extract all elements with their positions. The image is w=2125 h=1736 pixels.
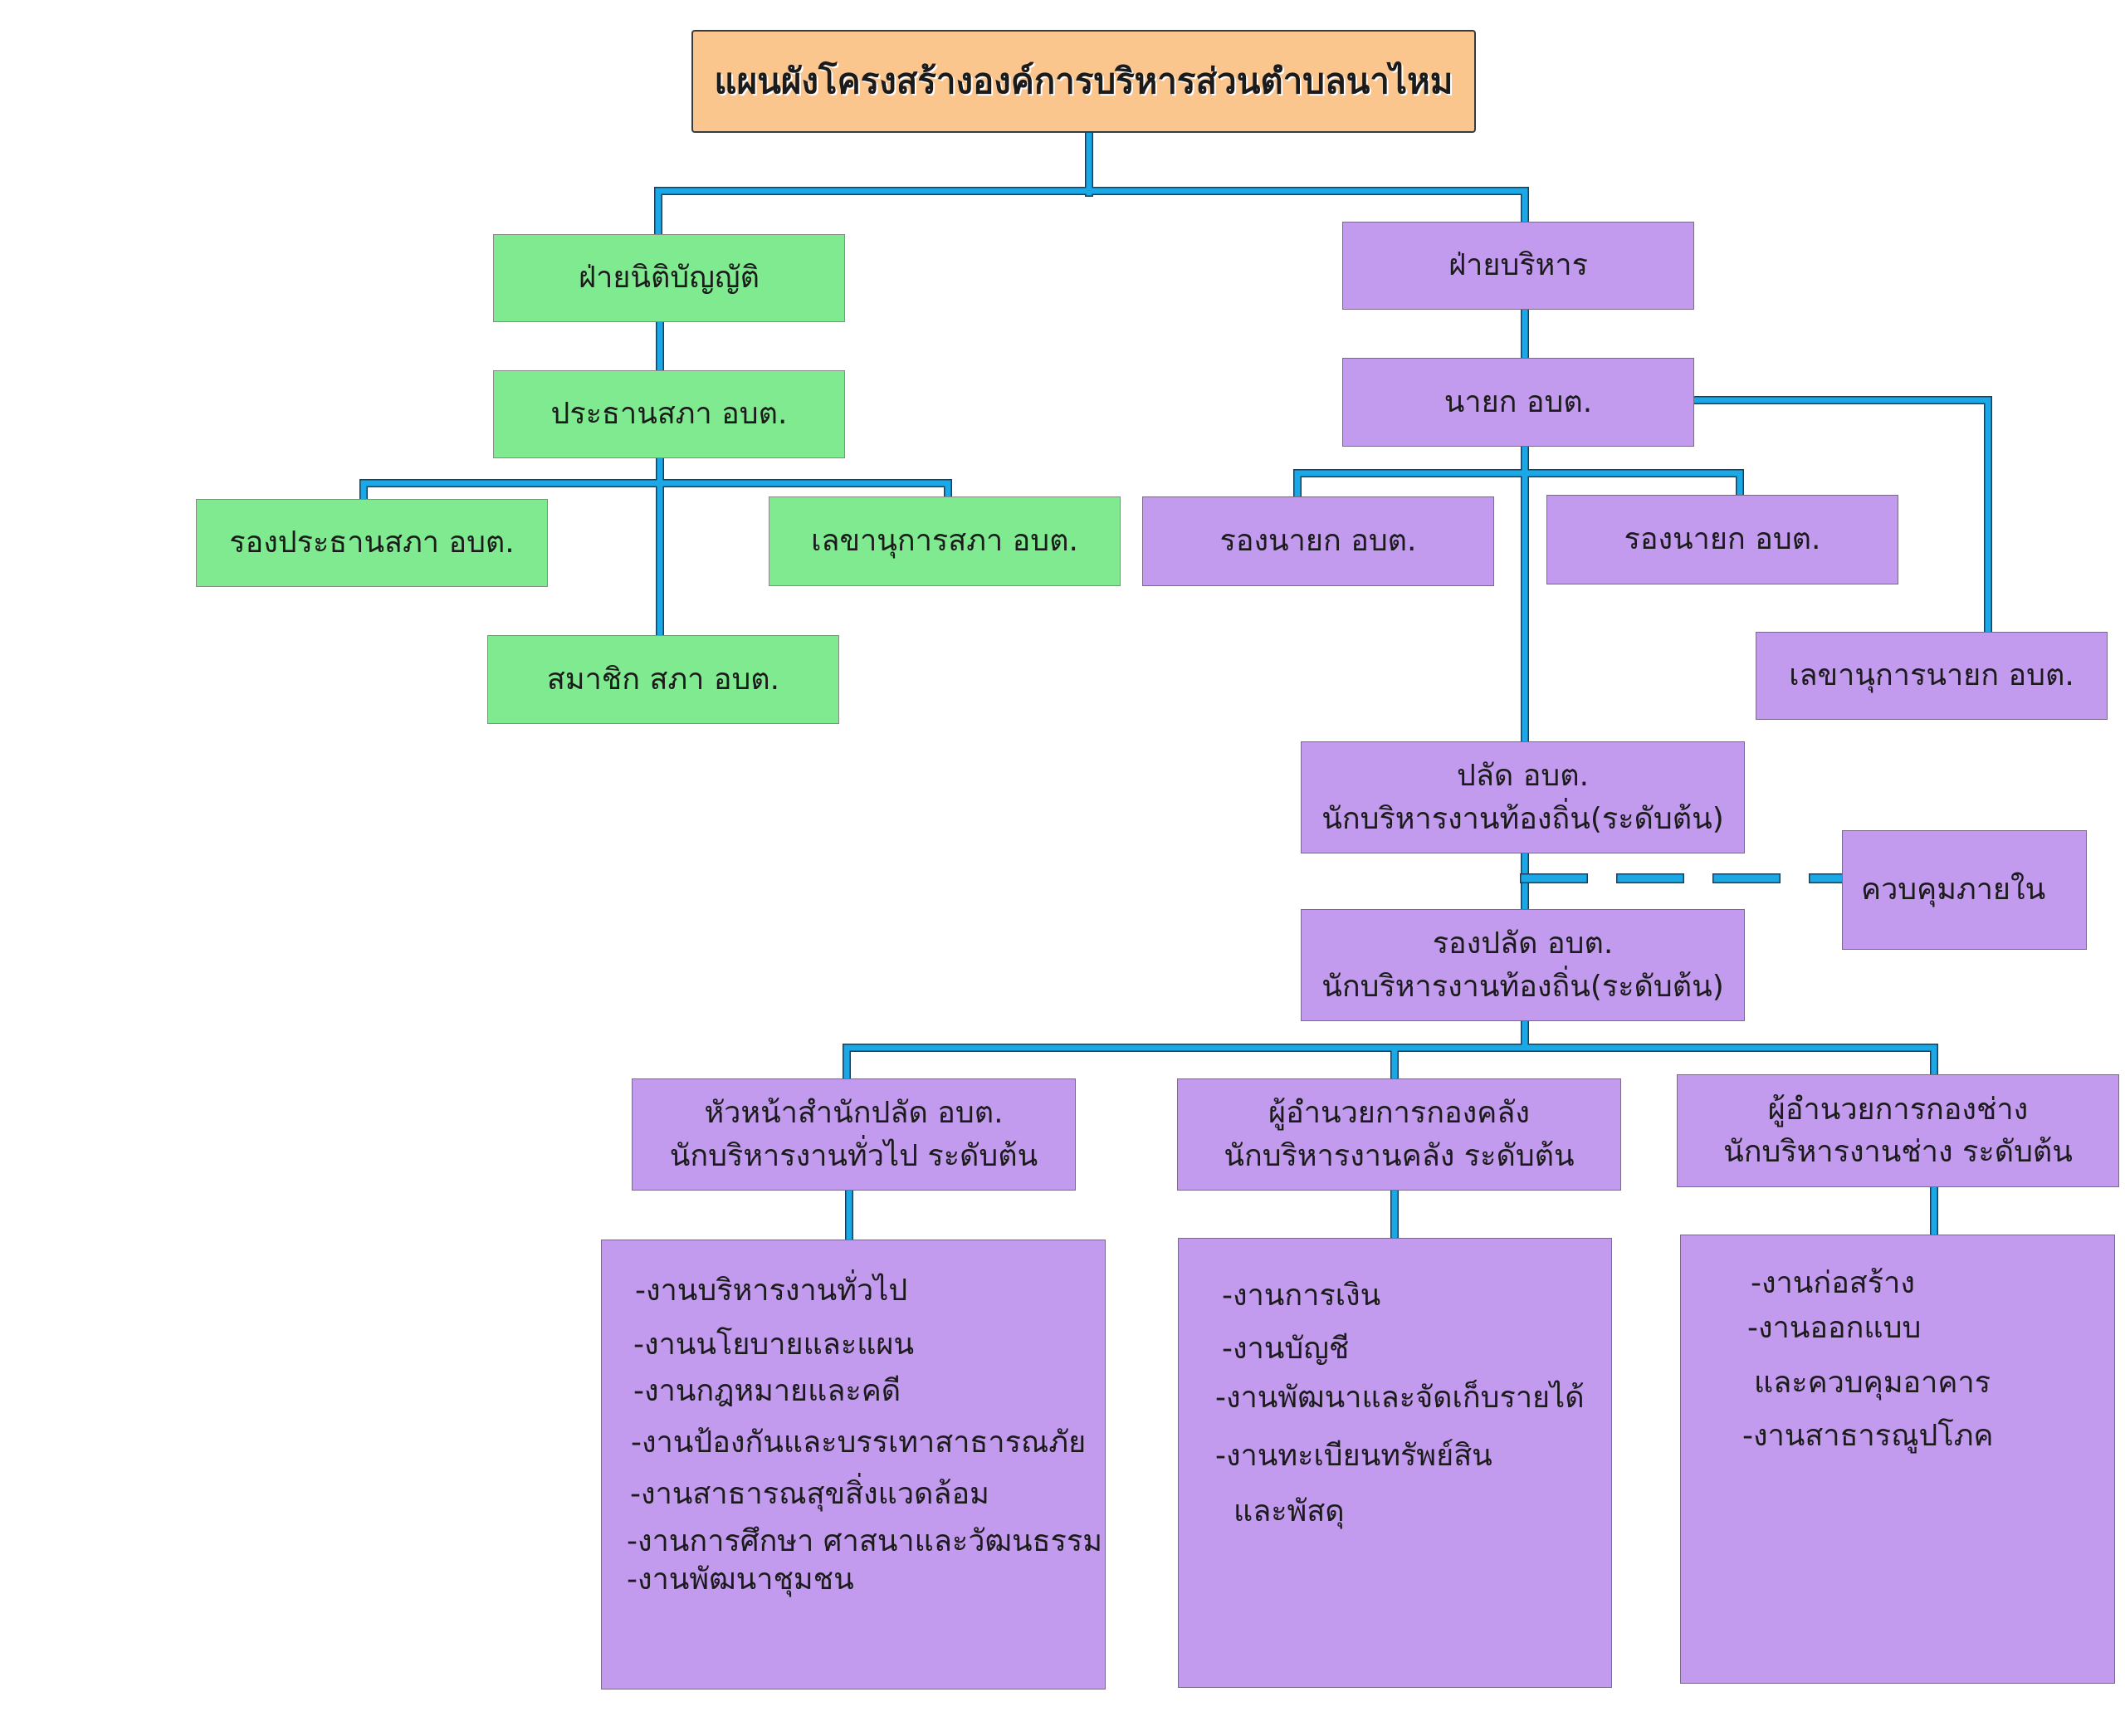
task-item: และควบคุมอาคาร bbox=[1754, 1366, 1991, 1400]
task-item: -งานออกแบบ bbox=[1747, 1311, 1922, 1345]
chief-clerk-box: ปลัด อบต. นักบริหารงานท้องถิ่น(ระดับต้น) bbox=[1301, 741, 1745, 853]
chart-title: แผนผังโครงสร้างองค์การบริหารส่วนตำบลนาไห… bbox=[691, 30, 1476, 133]
mayor-secretary-label: เลขานุการนายก อบต. bbox=[1789, 658, 2074, 693]
legislative-head-label: ฝ่ายนิติบัญญัติ bbox=[579, 261, 760, 296]
task-item: -งานนโยบายและแผน bbox=[633, 1328, 915, 1362]
executive-head-label: ฝ่ายบริหาร bbox=[1448, 248, 1588, 283]
division-head-office-line1: หัวหน้าสำนักปลัด อบต. bbox=[704, 1096, 1004, 1131]
deputy-mayor-2-box: รองนายก อบต. bbox=[1546, 495, 1898, 584]
task-item: -งานบริหารงานทั่วไป bbox=[635, 1274, 908, 1308]
task-item: -งานพัฒนาชุมชน bbox=[627, 1562, 854, 1597]
division-head-finance-line1: ผู้อำนวยการกองคลัง bbox=[1268, 1096, 1530, 1131]
task-item: -งานทะเบียนทรัพย์สิน bbox=[1215, 1439, 1492, 1473]
deputy-mayor-1-label: รองนายก อบต. bbox=[1219, 524, 1417, 559]
council-secretary-label: เลขานุการสภา อบต. bbox=[811, 524, 1078, 559]
task-item: -งานก่อสร้าง bbox=[1751, 1266, 1915, 1300]
division-head-office-box: หัวหน้าสำนักปลัด อบต. นักบริหารงานทั่วไป… bbox=[632, 1078, 1076, 1191]
deputy-mayor-1-box: รองนายก อบต. bbox=[1142, 496, 1494, 586]
division-head-engineering-box: ผู้อำนวยการกองช่าง นักบริหารงานช่าง ระดั… bbox=[1677, 1074, 2119, 1187]
task-item: -งานการเงิน bbox=[1222, 1279, 1381, 1313]
task-item: -งานการศึกษา ศาสนาและวัฒนธรรม bbox=[627, 1524, 1102, 1558]
division-head-office-line2: นักบริหารงานทั่วไป ระดับต้น bbox=[669, 1138, 1038, 1173]
chief-clerk-line1: ปลัด อบต. bbox=[1456, 759, 1590, 794]
task-item: และพัสดุ bbox=[1233, 1494, 1345, 1528]
division-head-finance-line2: นักบริหารงานคลัง ระดับต้น bbox=[1224, 1138, 1575, 1173]
task-item: -งานบัญชี bbox=[1222, 1332, 1350, 1366]
finance-task-list: -งานการเงิน -งานบัญชี -งานพัฒนาและจัดเก็… bbox=[1178, 1238, 1612, 1688]
internal-control-label: ควบคุมภายใน bbox=[1861, 873, 2046, 907]
council-members-box: สมาชิก สภา อบต. bbox=[487, 635, 839, 724]
council-president-box: ประธานสภา อบต. bbox=[493, 370, 845, 458]
engineering-task-list: -งานก่อสร้าง -งานออกแบบ และควบคุมอาคาร -… bbox=[1680, 1235, 2115, 1684]
division-head-engineering-line2: นักบริหารงานช่าง ระดับต้น bbox=[1723, 1135, 2073, 1169]
mayor-secretary-box: เลขานุการนายก อบต. bbox=[1756, 632, 2108, 720]
council-president-label: ประธานสภา อบต. bbox=[550, 397, 788, 432]
executive-head-box: ฝ่ายบริหาร bbox=[1342, 222, 1694, 310]
deputy-clerk-box: รองปลัด อบต. นักบริหารงานท้องถิ่น(ระดับต… bbox=[1301, 909, 1745, 1021]
council-members-label: สมาชิก สภา อบต. bbox=[546, 662, 780, 697]
deputy-clerk-line2: นักบริหารงานท้องถิ่น(ระดับต้น) bbox=[1321, 969, 1724, 1004]
chart-title-text: แผนผังโครงสร้างองค์การบริหารส่วนตำบลนาไห… bbox=[714, 61, 1453, 102]
council-secretary-box: เลขานุการสภา อบต. bbox=[769, 496, 1121, 586]
division-head-engineering-line1: ผู้อำนวยการกองช่าง bbox=[1767, 1092, 2029, 1127]
council-vice-president-label: รองประธานสภา อบต. bbox=[229, 526, 515, 560]
council-vice-president-box: รองประธานสภา อบต. bbox=[196, 499, 548, 587]
task-item: -งานป้องกันและบรรเทาสาธารณภัย bbox=[631, 1425, 1087, 1460]
legislative-head-box: ฝ่ายนิติบัญญัติ bbox=[493, 234, 845, 322]
division-head-finance-box: ผู้อำนวยการกองคลัง นักบริหารงานคลัง ระดั… bbox=[1177, 1078, 1621, 1191]
deputy-clerk-line1: รองปลัด อบต. bbox=[1432, 927, 1614, 961]
deputy-mayor-2-label: รองนายก อบต. bbox=[1624, 522, 1821, 557]
mayor-box: นายก อบต. bbox=[1342, 358, 1694, 447]
task-item: -งานพัฒนาและจัดเก็บรายได้ bbox=[1215, 1381, 1585, 1415]
chief-clerk-line2: นักบริหารงานท้องถิ่น(ระดับต้น) bbox=[1321, 801, 1724, 836]
task-item: -งานกฎหมายและคดี bbox=[633, 1374, 901, 1408]
mayor-label: นายก อบต. bbox=[1444, 384, 1593, 419]
internal-control-box: ควบคุมภายใน bbox=[1842, 830, 2087, 950]
task-item: -งานสาธารณสุขสิ่งแวดล้อม bbox=[630, 1477, 989, 1511]
task-item: -งานสาธารณูปโภค bbox=[1742, 1419, 1994, 1453]
office-task-list: -งานบริหารงานทั่วไป -งานนโยบายและแผน -งา… bbox=[601, 1240, 1106, 1690]
